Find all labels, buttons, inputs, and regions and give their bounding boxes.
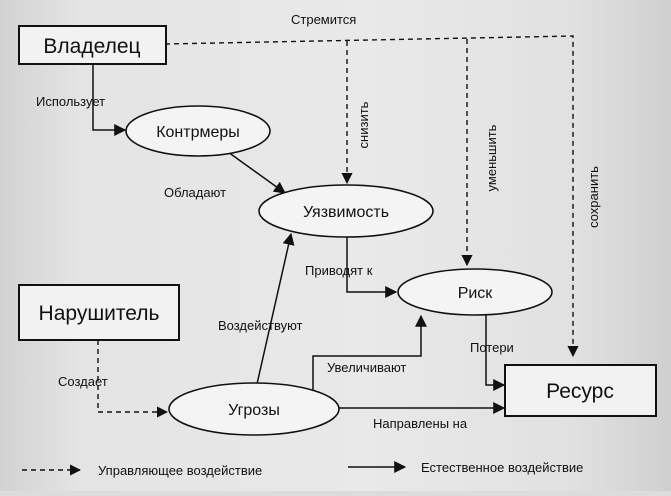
label-strives: Стремится: [291, 12, 356, 27]
node-threats-label: Угрозы: [228, 402, 280, 419]
node-risk: Риск: [397, 268, 553, 316]
node-risk-label: Риск: [458, 285, 494, 302]
legend-control-label: Управляющее воздействие: [98, 463, 262, 478]
label-increase: Увеличивают: [327, 360, 406, 375]
node-threats: Угрозы: [168, 382, 340, 436]
node-intruder-label: Нарушитель: [39, 302, 160, 325]
node-vulnerability-label: Уязвимость: [303, 204, 389, 221]
node-owner-label: Владелец: [43, 35, 140, 58]
legend: Управляющее воздействие Естественное воз…: [22, 460, 583, 478]
label-affect: Воздействуют: [218, 318, 303, 333]
label-creates: Создает: [58, 374, 108, 389]
edge-vulnerability-leads-risk: [346, 236, 398, 298]
node-vulnerability: Уязвимость: [258, 184, 434, 238]
legend-natural-label: Естественное воздействие: [421, 460, 583, 475]
edge-owner-uses-countermeasures: [92, 62, 127, 136]
edge-owner-strives-resource: [164, 35, 579, 358]
label-directed-at: Направлены на: [373, 416, 468, 431]
edge-threats-increase-risk: [312, 314, 427, 391]
node-intruder: Нарушитель: [18, 284, 180, 341]
label-possess: Обладают: [164, 185, 226, 200]
edge-risk-losses-resource: [485, 314, 506, 391]
label-lead-to: Приводят к: [305, 263, 373, 278]
label-uses: Использует: [36, 94, 105, 109]
node-resource: Ресурс: [504, 364, 657, 417]
node-owner: Владелец: [18, 25, 167, 65]
edge-intruder-creates-threats: [97, 340, 169, 418]
node-countermeasures: Контрмеры: [125, 105, 271, 157]
node-resource-label: Ресурс: [546, 380, 614, 403]
label-reduce: снизить: [356, 101, 371, 148]
label-decrease: уменьшить: [484, 124, 499, 191]
edge-threats-affect-vulnerability: [256, 232, 295, 385]
label-losses: Потери: [470, 340, 514, 355]
label-preserve: сохранить: [586, 166, 601, 228]
node-countermeasures-label: Контрмеры: [156, 124, 240, 141]
edge-countermeasures-vulnerability: [227, 151, 286, 194]
